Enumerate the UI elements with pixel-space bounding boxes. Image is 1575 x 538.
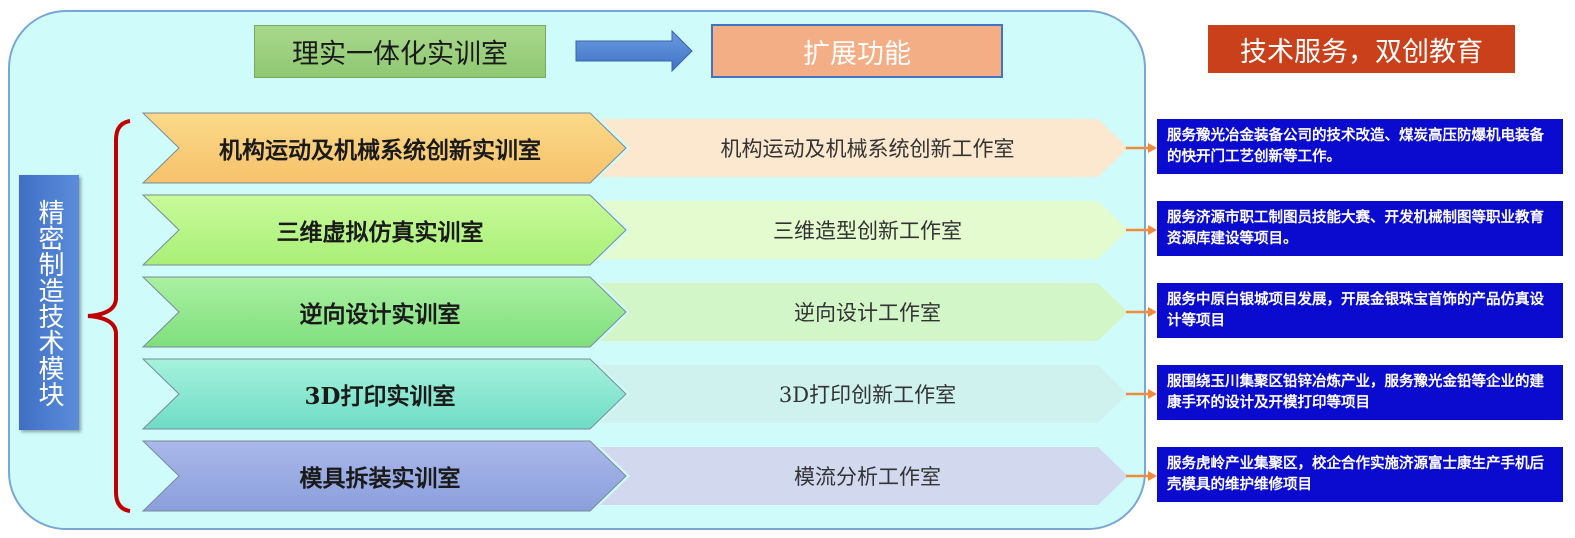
lab-row-1: 机构运动及机械系统创新实训室 — [145, 113, 615, 183]
connector-arrowhead-icon — [1148, 225, 1157, 235]
service-title-box: 技术服务，双创教育 — [1208, 25, 1515, 73]
studio-row-4: 3D打印创新工作室 — [640, 359, 1095, 429]
studio-label: 3D打印创新工作室 — [778, 383, 957, 407]
service-box-4: 服围绕玉川集聚区铅锌冶炼产业，服务豫光金铅等企业的建康手环的设计及开模打印等项目 — [1157, 365, 1563, 420]
studio-row-5: 模流分析工作室 — [640, 441, 1095, 511]
lab-chevron — [141, 276, 627, 348]
studio-chevron — [600, 283, 1128, 341]
lab-label: 3D打印实训室 — [304, 383, 456, 410]
service-text: 服务中原白银城项目发展，开展金银珠宝首饰的产品仿真设计等项目 — [1167, 291, 1544, 329]
service-box-3: 服务中原白银城项目发展，开展金银珠宝首饰的产品仿真设计等项目 — [1157, 283, 1563, 338]
lab-chevron — [141, 358, 627, 430]
studio-row-3: 逆向设计工作室 — [640, 277, 1095, 347]
lab-label: 三维虚拟仿真实训室 — [276, 219, 484, 246]
studio-chevron — [600, 365, 1128, 423]
service-text: 服务豫光冶金装备公司的技术改造、煤炭高压防爆机电装备的快开门工艺创新等工作。 — [1167, 127, 1544, 165]
connector-arrowhead-icon — [1148, 143, 1157, 153]
lab-label: 逆向设计实训室 — [299, 301, 461, 328]
studio-label: 三维造型创新工作室 — [773, 219, 962, 243]
studio-chevron — [600, 119, 1128, 177]
studio-row-1: 机构运动及机械系统创新工作室 — [640, 113, 1095, 183]
flow-arrow-icon — [575, 29, 693, 73]
studio-label: 机构运动及机械系统创新工作室 — [720, 137, 1015, 161]
lab-row-5: 模具拆装实训室 — [145, 441, 615, 511]
module-label: 精密制造技术模块 — [19, 175, 79, 430]
connector-arrowhead-icon — [1148, 389, 1157, 399]
service-box-1: 服务豫光冶金装备公司的技术改造、煤炭高压防爆机电装备的快开门工艺创新等工作。 — [1157, 119, 1563, 174]
module-label-text: 精密制造技术模块 — [34, 198, 64, 407]
lab-title: 理实一体化实训室 — [292, 39, 508, 70]
service-box-2: 服务济源市职工制图员技能大赛、开发机械制图等职业教育资源库建设等项目。 — [1157, 201, 1563, 256]
lab-chevron — [141, 112, 627, 184]
studio-label: 模流分析工作室 — [794, 465, 941, 489]
lab-label: 机构运动及机械系统创新实训室 — [219, 137, 541, 164]
studio-chevron — [600, 201, 1128, 259]
lab-row-3: 逆向设计实训室 — [145, 277, 615, 347]
lab-row-2: 三维虚拟仿真实训室 — [145, 195, 615, 265]
service-text: 服务济源市职工制图员技能大赛、开发机械制图等职业教育资源库建设等项目。 — [1167, 209, 1544, 247]
connector-arrowhead-icon — [1148, 471, 1157, 481]
service-title: 技术服务，双创教育 — [1240, 36, 1483, 68]
extension-title-box: 扩展功能 — [711, 24, 1003, 78]
lab-row-4: 3D打印实训室 — [145, 359, 615, 429]
studio-chevron — [600, 447, 1128, 505]
module-bracket — [87, 119, 131, 513]
lab-label: 模具拆装实训室 — [299, 465, 461, 492]
service-text: 服务虎岭产业集聚区，校企合作实施济源富士康生产手机后壳模具的维护维修项目 — [1167, 455, 1544, 493]
lab-chevron — [141, 194, 627, 266]
studio-row-2: 三维造型创新工作室 — [640, 195, 1095, 265]
lab-title-box: 理实一体化实训室 — [254, 25, 546, 78]
connector-arrowhead-icon — [1148, 307, 1157, 317]
service-text: 服围绕玉川集聚区铅锌冶炼产业，服务豫光金铅等企业的建康手环的设计及开模打印等项目 — [1167, 373, 1544, 411]
extension-title: 扩展功能 — [803, 38, 911, 70]
service-box-5: 服务虎岭产业集聚区，校企合作实施济源富士康生产手机后壳模具的维护维修项目 — [1157, 447, 1563, 502]
studio-label: 逆向设计工作室 — [794, 301, 941, 325]
lab-chevron — [141, 440, 627, 512]
